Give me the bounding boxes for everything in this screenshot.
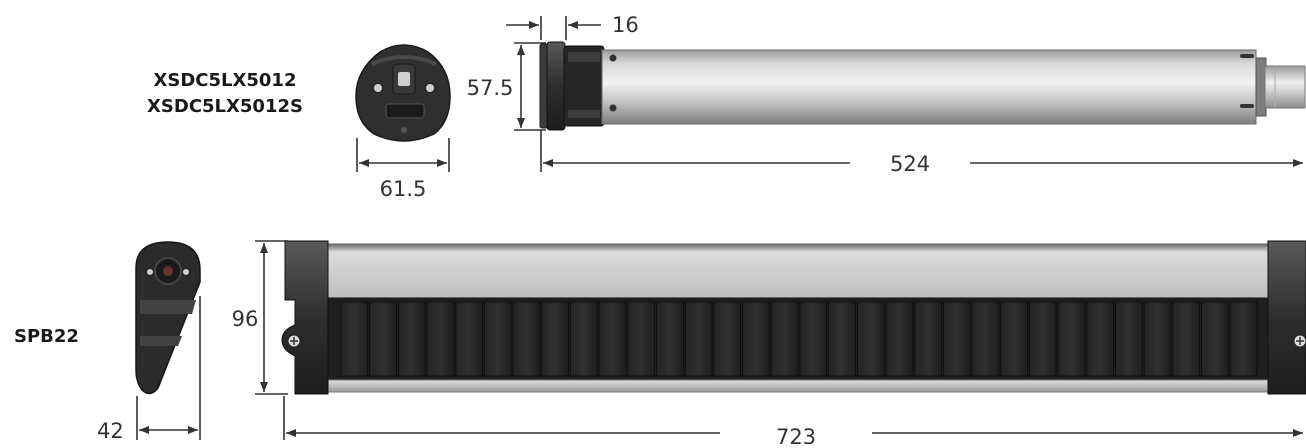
battery-cell — [656, 301, 684, 377]
motor-head-end-view — [355, 44, 451, 142]
battery-cell — [340, 301, 369, 377]
battery-cell — [684, 301, 713, 377]
battery-cell — [426, 301, 455, 377]
battery-cell — [857, 301, 885, 377]
battery-end-view — [135, 241, 201, 395]
battery-head-width-dim: 42 — [97, 419, 124, 443]
battery-height-dim: 96 — [232, 307, 259, 331]
battery-cell — [943, 301, 971, 377]
battery-cell — [799, 301, 828, 377]
battery-cell — [1057, 301, 1086, 377]
battery-cell — [1086, 301, 1115, 377]
battery-cell — [1143, 301, 1172, 377]
battery-cell — [627, 301, 656, 377]
battery-cell — [598, 301, 627, 377]
battery-cell — [770, 301, 799, 377]
motor-length-dim: 524 — [890, 152, 930, 176]
battery-pack-front-view — [281, 240, 1306, 395]
battery-cell — [971, 301, 1000, 377]
motor-height-dim: 57.5 — [467, 76, 514, 100]
motor-tube-side-view — [539, 41, 1306, 131]
battery-cell — [570, 301, 598, 377]
battery-cell — [369, 301, 397, 377]
battery-cell — [1172, 301, 1201, 377]
battery-cell — [713, 301, 742, 377]
battery-cell — [1115, 301, 1143, 377]
battery-cell — [914, 301, 942, 377]
battery-cell — [1229, 301, 1258, 377]
battery-cell — [483, 301, 512, 377]
battery-cell — [541, 301, 569, 377]
battery-model-label: SPB22 — [14, 326, 79, 347]
battery-cell — [397, 301, 426, 377]
battery-cell — [1000, 301, 1028, 377]
battery-cell — [742, 301, 770, 377]
battery-cell — [512, 301, 541, 377]
motor-model-label-1: XSDC5LX5012 — [154, 70, 297, 91]
battery-cell — [1029, 301, 1057, 377]
battery-cell — [1201, 301, 1229, 377]
motor-model-label-2: XSDC5LX5012S — [147, 96, 303, 117]
battery-length-dim: 723 — [776, 425, 816, 444]
battery-cells — [340, 301, 1258, 377]
motor-head-width-dim: 61.5 — [380, 177, 427, 201]
battery-cell — [828, 301, 856, 377]
battery-cell — [885, 301, 914, 377]
battery-cell — [455, 301, 483, 377]
motor-flange-dim: 16 — [612, 13, 639, 37]
